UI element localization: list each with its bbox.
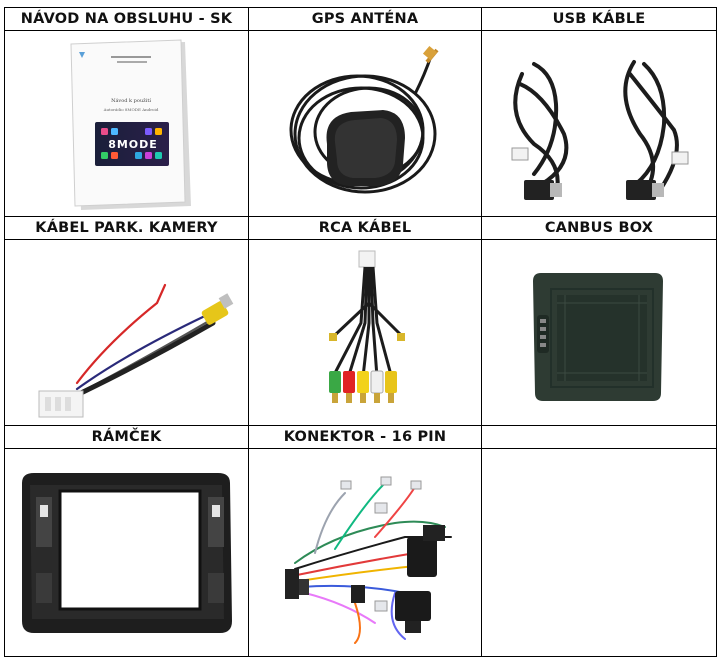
manual-booklet-icon: Návod k použití Autorádio 8MODE Android … [69,38,191,210]
header-empty [481,425,717,449]
header-rca-cable: RCA KÁBEL [248,216,482,240]
canbus-box-image [481,239,717,426]
gps-antenna-icon [289,45,439,193]
header-manual: NÁVOD NA OBSLUHU - SK [4,7,249,31]
header-canbus-box: CANBUS BOX [481,216,717,240]
parking-camera-cable-image [4,239,249,426]
wiring-harness-icon [285,476,452,644]
usb-cables-icon [511,59,689,200]
manual-brand-logo: 8MODE [108,138,158,151]
header-connector-16pin: KONEKTOR - 16 PIN [248,425,482,449]
header-frame: RÁMČEK [4,425,249,449]
canbus-box-icon [533,272,663,401]
empty-cell [481,448,717,657]
header-usb-cables: USB KÁBLE [481,7,717,31]
connector-16pin-image [248,448,482,657]
gps-antenna-image [248,30,482,217]
manual-title: Návod k použití [111,97,151,104]
dash-frame-icon [21,472,232,633]
rca-cable-icon [329,250,405,403]
manual-subtitle: Autorádio 8MODE Android [102,107,158,112]
header-gps-antenna: GPS ANTÉNA [248,7,482,31]
items-table: NÁVOD NA OBSLUHU - SK GPS ANTÉNA USB KÁB… [4,7,717,660]
usb-cables-image [481,30,717,217]
frame-image [4,448,249,657]
rca-cable-image [248,239,482,426]
manual-image: Návod k použití Autorádio 8MODE Android … [4,30,249,217]
camera-cable-icon [38,283,233,417]
header-parking-camera-cable: KÁBEL PARK. KAMERY [4,216,249,240]
